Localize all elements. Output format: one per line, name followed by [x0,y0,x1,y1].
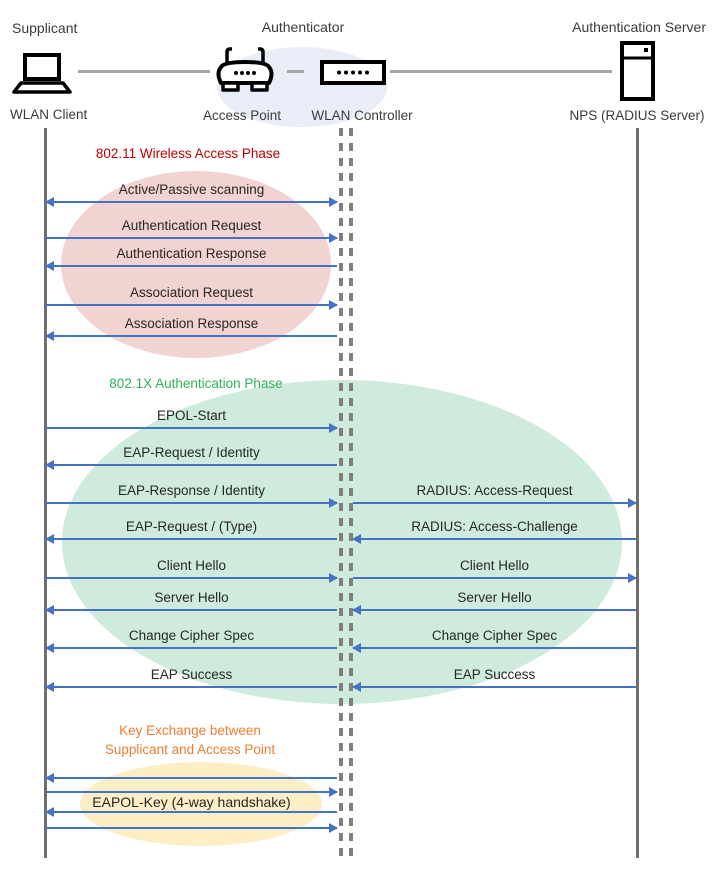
phase1-title: 802.11 Wireless Access Phase [95,146,281,161]
arrow-right-icon [46,423,338,433]
lifeline-wlan-controller [349,128,353,856]
arrow-left-icon [45,261,337,271]
lifeline-nps-server [636,128,639,858]
arrow-left-icon [45,773,337,783]
connector-ap-controller [287,70,304,73]
lifeline-wlan-client [44,128,47,858]
arrow-right-icon [46,233,338,243]
wlan-controller-icon [320,60,386,91]
arrow-right-icon [46,787,338,797]
arrow-right-icon [46,300,338,310]
phase3-title-line2: Supplicant and Access Point [104,742,276,757]
lifeline-access-point [339,128,343,856]
node-nps-server: NPS (RADIUS Server) [569,108,705,123]
arrow-left-icon [45,682,337,692]
connector-controller-server [390,70,612,73]
phase3-ellipse [80,762,322,846]
arrow-left-icon [45,605,337,615]
arrow-right-icon [353,498,637,508]
server-icon [619,41,657,107]
phase3-title: Key Exchange between Supplicant and Acce… [75,721,305,759]
arrow-right-icon [46,823,338,833]
laptop-icon [12,52,74,101]
arrow-left-icon [45,534,337,544]
arrow-right-icon [46,498,338,508]
arrow-left-icon [45,331,337,341]
role-authentication-server: Authentication Server [572,19,706,35]
arrow-both-icon [45,197,338,207]
node-access-point: Access Point [202,108,282,123]
arrow-left-icon [352,605,636,615]
access-point-icon [213,45,277,102]
arrow-left-icon [352,682,636,692]
arrow-left-icon [45,643,337,653]
connector-client-ap [78,70,210,73]
arrow-left-icon [45,807,337,817]
role-supplicant: Supplicant [12,20,78,36]
node-wlan-client: WLAN Client [10,107,88,122]
arrow-right-icon [46,573,338,583]
arrow-right-icon [353,573,637,583]
node-wlan-controller: WLAN Controller [311,108,413,123]
phase2-title: 802.1X Authentication Phase [109,376,283,391]
arrow-left-icon [352,534,636,544]
arrow-left-icon [45,460,337,470]
role-authenticator: Authenticator [261,19,345,35]
phase3-title-line1: Key Exchange between [119,723,261,738]
arrow-left-icon [352,643,636,653]
